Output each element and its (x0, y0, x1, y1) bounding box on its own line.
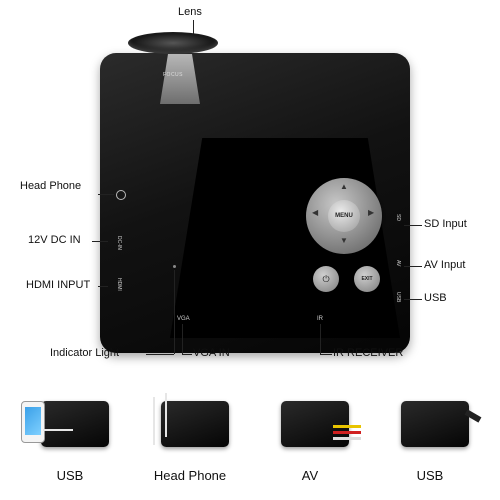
thumbnail-head-phone (135, 385, 245, 455)
focus-text: FOCUS (163, 72, 183, 78)
usb-label: USB (424, 292, 447, 304)
dc-in-label: 12V DC IN (28, 234, 81, 246)
indicator-light-leader-foot (146, 354, 174, 355)
arrow-up-icon[interactable]: ▲ (340, 182, 348, 191)
lens-leader-line (193, 20, 194, 34)
thumbnail-projector (401, 401, 469, 447)
arrow-right-icon[interactable]: ▶ (368, 208, 375, 217)
usb-leader-line (404, 299, 422, 300)
ir-receiver-leader-foot (320, 354, 332, 355)
ir-receiver-leader-line (320, 324, 321, 354)
thumbnail-usb-stick (375, 385, 485, 455)
exit-button[interactable]: EXIT (354, 266, 380, 292)
head-phone-leader-line (98, 194, 114, 195)
vga-in-leader-line (182, 324, 183, 354)
power-button[interactable]: ⏻ (313, 266, 339, 292)
av-cable-yellow (333, 425, 361, 428)
device-vga-text: VGA (177, 316, 190, 322)
arrow-down-icon[interactable]: ▼ (340, 236, 348, 245)
device-dc-in-text: DC-IN (116, 236, 122, 250)
power-icon: ⏻ (322, 273, 330, 284)
sd-input-leader-line (404, 225, 422, 226)
headphone-cable (153, 397, 155, 445)
lens-label: Lens (178, 6, 202, 18)
av-input-label: AV Input (424, 259, 466, 271)
headphone-port-icon (116, 190, 126, 200)
indicator-light-label: Indicator Light (50, 347, 120, 359)
thumbnail-projector (161, 401, 229, 447)
sd-input-label: SD Input (424, 218, 467, 230)
thumbnail-caption-usb-2: USB (416, 468, 444, 483)
thumbnail-usb-phone (15, 385, 125, 455)
device-usb-text: USB (395, 292, 401, 303)
head-phone-label: Head Phone (20, 180, 82, 192)
menu-button[interactable]: MENU (328, 200, 360, 232)
headphone-cable (165, 393, 167, 437)
usb-cable (43, 429, 73, 431)
phone-icon (21, 401, 45, 443)
dc-in-leader-line (92, 241, 108, 242)
thumbnail-caption-head-phone: Head Phone (153, 468, 227, 483)
device-av-text: AV (395, 260, 401, 267)
lens-ring (128, 32, 218, 54)
vga-in-leader-foot (182, 354, 192, 355)
thumbnail-caption-av: AV (301, 468, 319, 483)
av-cable-red (333, 431, 361, 434)
lens-shade (160, 54, 200, 104)
ir-receiver-label: IR RECEIVER (333, 347, 404, 359)
device-sd-text: SD (395, 214, 401, 221)
thumbnail-av (255, 385, 365, 455)
indicator-light-dot (173, 265, 176, 268)
hdmi-input-leader-line (98, 286, 108, 287)
device-hdmi-text: HDMI (116, 278, 122, 291)
vga-in-label: VGA IN (193, 347, 230, 359)
av-cable-white (333, 437, 361, 440)
thumbnail-projector (41, 401, 109, 447)
device-ir-text: IR (317, 316, 323, 322)
arrow-left-icon[interactable]: ◀ (312, 208, 319, 217)
thumbnail-caption-usb: USB (56, 468, 84, 483)
thumbnail-projector (281, 401, 349, 447)
av-input-leader-line (404, 266, 422, 267)
indicator-light-leader-line (174, 270, 175, 354)
hdmi-input-label: HDMI INPUT (26, 279, 91, 291)
